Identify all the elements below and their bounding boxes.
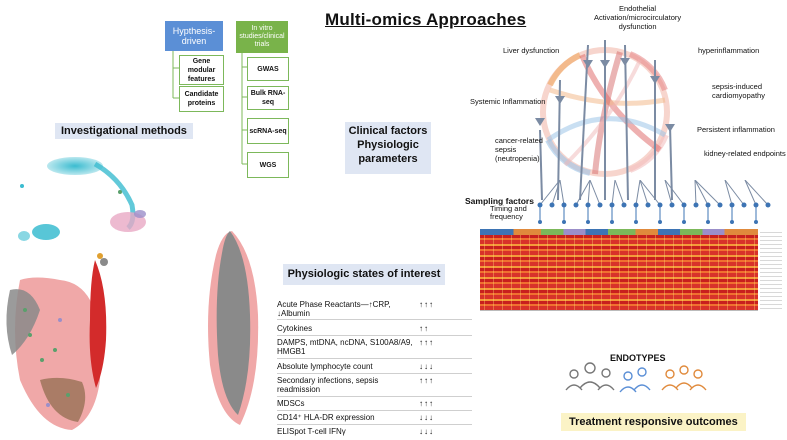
- gwas-box: GWAS: [247, 57, 289, 81]
- gene-modular-features-box: Gene modular features: [179, 55, 224, 85]
- endpoint-hyperinflammation: hyperinflammation: [698, 46, 760, 55]
- state-arrows: ↑↑↑: [419, 399, 434, 408]
- heatmap-legend: [760, 232, 782, 312]
- wgs-box: WGS: [247, 152, 289, 178]
- table-row: Secondary infections, sepsis readmission…: [277, 376, 472, 394]
- endpoint-cancer: cancer-related sepsis (neutropenia): [495, 136, 543, 163]
- row-divider: [277, 358, 472, 359]
- heatmap-annotation-bar: [480, 229, 758, 235]
- state-name: Acute Phase Reactants—↑CRP, ↓Albumin: [277, 300, 391, 318]
- endotypes-label: ENDOTYPES: [610, 353, 666, 363]
- state-name: Absolute lymphocyte count: [277, 362, 373, 371]
- state-arrows: ↓↓↓: [419, 362, 434, 371]
- table-row: MDSCs ↑↑↑: [277, 399, 472, 408]
- clinical-factors-label: Clinical factors Physiologic parameters: [345, 122, 431, 174]
- state-arrows: ↑↑: [419, 324, 429, 333]
- people-group-grey-icon: [565, 362, 615, 391]
- row-divider: [277, 373, 472, 374]
- people-group-blue-icon: [619, 367, 651, 393]
- endpoint-systemic: Systemic Inflammation: [470, 97, 546, 106]
- endpoint-chord-diagram: [535, 40, 675, 200]
- row-divider: [277, 335, 472, 336]
- table-row: ELISpot T-cell IFNγ ↓↓↓: [277, 427, 472, 436]
- table-row: Acute Phase Reactants—↑CRP, ↓Albumin ↑↑↑: [277, 300, 472, 318]
- state-arrows: ↓↓↓: [419, 413, 434, 422]
- scrnaseq-box: scRNA-seq: [247, 118, 289, 144]
- page-title: Multi-omics Approaches: [325, 10, 527, 29]
- endpoint-cardiomyopathy: sepsis-induced cardiomyopathy: [712, 82, 765, 100]
- endpoint-liver: Liver dysfunction: [503, 46, 560, 55]
- pink-grey-cluster-main: [6, 253, 108, 430]
- row-divider: [277, 410, 472, 411]
- state-arrows: ↓↓↓: [419, 427, 434, 436]
- investigational-methods-label: Investigational methods: [55, 123, 193, 139]
- endpoint-persistent: Persistent inflammation: [697, 125, 775, 134]
- endotype-people-icons: [565, 362, 707, 393]
- heatmap-axis: [480, 310, 758, 325]
- endpoint-endothelial: Endothelial Activation/microcirculatory …: [594, 4, 682, 31]
- table-row: Cytokines ↑↑: [277, 324, 472, 333]
- state-arrows: ↑↑↑: [419, 338, 434, 347]
- state-name: ELISpot T-cell IFNγ: [277, 427, 346, 436]
- methods-tree-connectors: [172, 51, 248, 165]
- physiologic-states-header: Physiologic states of interest: [283, 264, 445, 285]
- single-cell-umap-plot: [6, 157, 146, 430]
- hypothesis-driven-header: Hypthesis-driven: [165, 21, 223, 51]
- state-name: CD14⁺ HLA-DR expression: [277, 413, 375, 422]
- sampling-node-tree: [537, 180, 771, 224]
- sampling-factors-title: Sampling factors: [465, 196, 534, 206]
- state-name: Cytokines: [277, 324, 313, 333]
- endpoint-kidney: kidney-related endpoints: [704, 149, 786, 158]
- cyan-cluster-top: [18, 157, 146, 241]
- state-arrows: ↑↑↑: [419, 376, 434, 385]
- expression-heatmap: [480, 235, 758, 310]
- sampling-factors-subtitle: Timing and frequency: [490, 204, 527, 221]
- row-divider: [277, 396, 472, 397]
- treatment-outcomes-label: Treatment responsive outcomes: [561, 413, 746, 431]
- row-divider: [277, 424, 472, 425]
- table-row: Absolute lymphocyte count ↓↓↓: [277, 362, 472, 371]
- row-divider: [277, 319, 472, 320]
- table-row: CD14⁺ HLA-DR expression ↓↓↓: [277, 413, 472, 422]
- state-name: MDSCs: [277, 399, 305, 408]
- people-group-orange-icon: [661, 365, 707, 391]
- invitro-studies-header: In vitro studies/clinical trials: [236, 21, 288, 53]
- state-arrows: ↑↑↑: [419, 300, 434, 309]
- candidate-proteins-box: Candidate proteins: [179, 86, 224, 112]
- grey-pink-cluster-right: [208, 231, 259, 425]
- bulk-rnaseq-box: Bulk RNA-seq: [247, 86, 289, 110]
- state-name: DAMPS, mtDNA, ncDNA, S100A8/A9, HMGB1: [277, 338, 413, 356]
- state-name: Secondary infections, sepsis readmission: [277, 376, 379, 394]
- table-row: DAMPS, mtDNA, ncDNA, S100A8/A9, HMGB1 ↑↑…: [277, 338, 472, 356]
